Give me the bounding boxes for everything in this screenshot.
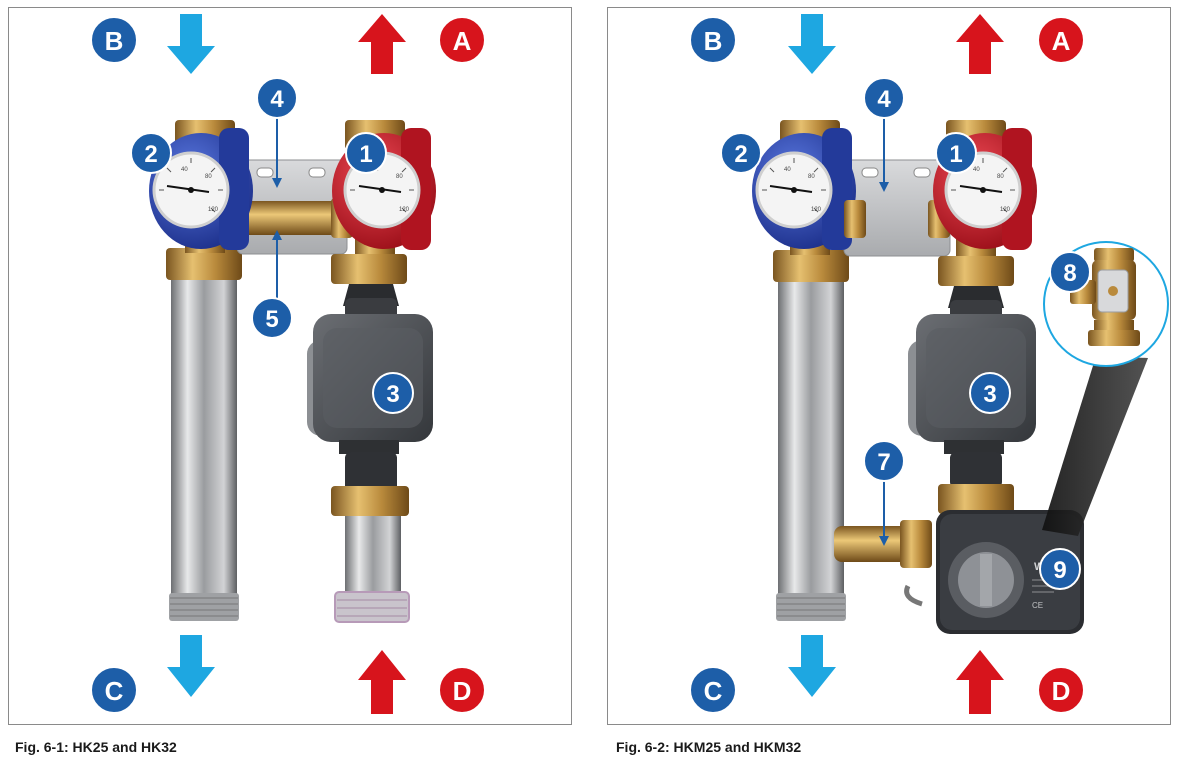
callout-2: 2: [130, 132, 172, 174]
arrow-down-b: [788, 14, 836, 74]
svg-text:2: 2: [734, 141, 747, 168]
arrow-up-a: [956, 14, 1004, 74]
mixing-valve-actuator: WY CE: [904, 510, 1084, 634]
bypass-connector: [233, 201, 343, 235]
svg-text:9: 9: [1053, 557, 1066, 584]
gauge-tick: 120: [399, 207, 410, 213]
arrow-up-d: [956, 650, 1004, 714]
callout-3: 3: [969, 372, 1011, 414]
svg-text:C: C: [105, 676, 124, 706]
svg-text:7: 7: [877, 449, 890, 476]
port-badge-a: A: [1037, 16, 1085, 64]
svg-text:1: 1: [359, 141, 372, 168]
gauge-tick: 80: [396, 174, 403, 180]
svg-text:B: B: [704, 26, 723, 56]
port-badge-c: C: [689, 666, 737, 714]
circulation-pump: [908, 314, 1036, 442]
svg-text:A: A: [453, 26, 472, 56]
callout-4: 4: [256, 77, 298, 119]
svg-text:2: 2: [144, 141, 157, 168]
port-badge-d: D: [1037, 666, 1085, 714]
svg-text:3: 3: [983, 381, 996, 408]
gauge-tick: 80: [808, 174, 815, 180]
callout-9: 9: [1039, 548, 1081, 590]
callout-1: 1: [345, 132, 387, 174]
port-badge-b: B: [689, 16, 737, 64]
figure-panel-hk: 40 80 120 40 80 120 B: [8, 7, 572, 725]
callout-2: 2: [720, 132, 762, 174]
svg-text:A: A: [1052, 26, 1071, 56]
svg-text:C: C: [704, 676, 723, 706]
figure-caption-hk: Fig. 6-1: HK25 and HK32: [15, 739, 177, 755]
svg-text:8: 8: [1063, 260, 1076, 287]
figure-caption-hkm: Fig. 6-2: HKM25 and HKM32: [616, 739, 802, 755]
arrow-down-b: [167, 14, 215, 74]
detail-zoom-cone: [1042, 356, 1148, 536]
callout-7: 7: [863, 440, 905, 482]
hk-station-illustration: 40 80 120 40 80 120 B: [90, 14, 486, 714]
arrow-down-c: [788, 635, 836, 697]
svg-text:B: B: [105, 26, 124, 56]
gauge-tick: 120: [811, 207, 822, 213]
port-badge-d: D: [438, 666, 486, 714]
gauge-tick: 120: [208, 207, 219, 213]
svg-text:D: D: [1052, 676, 1071, 706]
arrow-down-c: [167, 635, 215, 697]
callout-5: 5: [251, 297, 293, 339]
svg-text:1: 1: [949, 141, 962, 168]
arrow-up-a: [358, 14, 406, 74]
gauge-tick: 40: [181, 167, 188, 173]
return-pipe: [778, 280, 844, 618]
mixing-valve-detail: [1043, 241, 1169, 367]
svg-text:4: 4: [270, 86, 284, 113]
gauge-tick: 40: [973, 167, 980, 173]
arrow-up-d: [358, 650, 406, 714]
callout-4: 4: [863, 77, 905, 119]
gauge-tick: 40: [784, 167, 791, 173]
svg-text:D: D: [453, 676, 472, 706]
svg-text:5: 5: [265, 306, 278, 333]
svg-text:4: 4: [877, 86, 891, 113]
circulation-pump: [307, 314, 433, 442]
svg-text:3: 3: [386, 381, 399, 408]
figure-panel-hkm: 40 80 120 40 80 120 WY CE: [607, 7, 1171, 725]
actuator-ce-mark: CE: [1032, 601, 1043, 610]
port-badge-b: B: [90, 16, 138, 64]
callout-3: 3: [372, 372, 414, 414]
callout-1: 1: [935, 132, 977, 174]
callout-8: 8: [1049, 251, 1091, 293]
gauge-tick: 120: [1000, 207, 1011, 213]
hkm-station-illustration: 40 80 120 40 80 120 WY CE: [689, 14, 1169, 714]
return-pipe: [171, 276, 237, 616]
port-badge-c: C: [90, 666, 138, 714]
gauge-tick: 80: [205, 174, 212, 180]
gauge-tick: 80: [997, 174, 1004, 180]
port-badge-a: A: [438, 16, 486, 64]
